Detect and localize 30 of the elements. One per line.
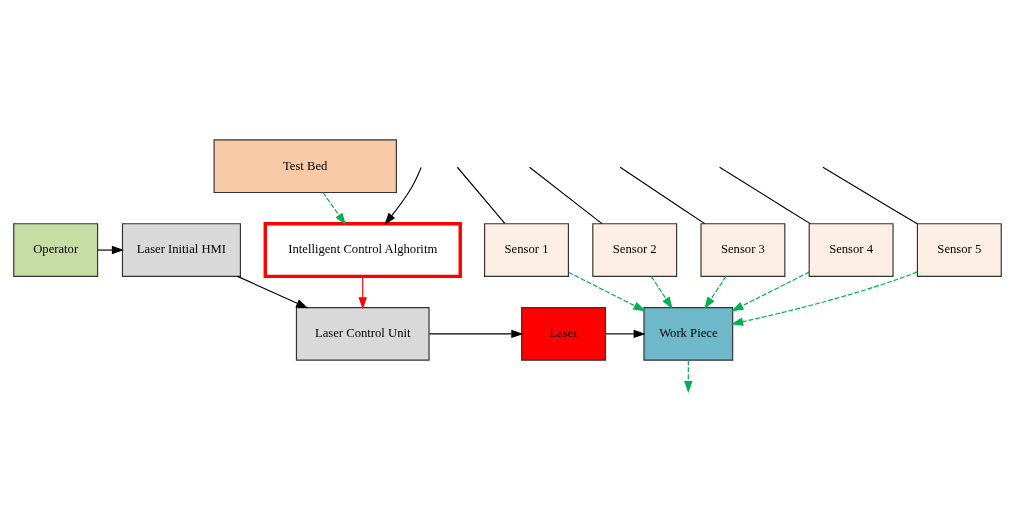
node-box: Sensor 1 <box>484 223 569 277</box>
node-box: Laser Control Unit <box>295 307 430 361</box>
connector <box>719 166 811 225</box>
arrow <box>731 271 810 312</box>
arrow <box>568 271 646 312</box>
arrow <box>358 275 367 310</box>
arrow <box>428 329 524 339</box>
node-box: Sensor 4 <box>808 223 894 277</box>
arrow <box>731 271 918 326</box>
node-box: Laser <box>521 307 607 361</box>
node-box: Sensor 5 <box>916 223 1002 277</box>
arrow <box>684 359 693 394</box>
node-box: Intelligent Control Alghoritm <box>263 222 462 279</box>
node-box: Sensor 3 <box>700 223 786 277</box>
node-box: Test Bed <box>213 139 397 194</box>
arrow <box>704 275 727 309</box>
arrow <box>650 275 673 309</box>
node-box: Operator <box>13 223 99 277</box>
node-box: Work Piece <box>643 307 734 361</box>
connector <box>822 166 918 225</box>
arrow <box>322 192 346 226</box>
node-box: Laser Initial HMI <box>121 223 241 277</box>
connector <box>619 166 706 225</box>
arrow <box>97 245 124 255</box>
node-box: Sensor 2 <box>592 223 678 277</box>
arrow <box>605 329 646 339</box>
arrow <box>236 275 309 309</box>
arrow <box>384 166 422 225</box>
connector <box>456 166 506 224</box>
connector <box>528 166 603 225</box>
